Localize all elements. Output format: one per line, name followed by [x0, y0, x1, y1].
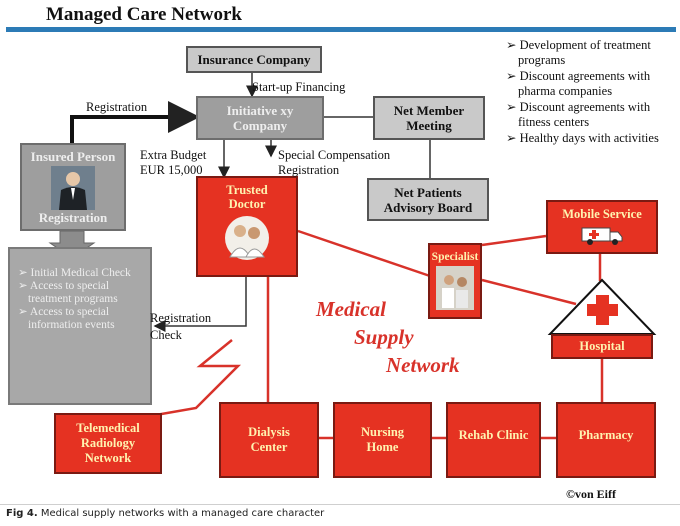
patients-advisory-board-box: Net Patients Advisory Board — [367, 178, 489, 221]
connector-doctor-specialist — [297, 229, 431, 278]
initiative-benefit-text: Development of treatment programs — [518, 38, 651, 67]
registration-check-check-label: Check — [150, 328, 182, 342]
doctor-photo-icon — [225, 216, 269, 260]
initiative-benefit-item: ➢ Discount agreements with pharma compan… — [506, 69, 651, 98]
figure-caption: Fig 4. Medical supply networks with a ma… — [6, 508, 324, 519]
mobile-service-label: Mobile Service — [562, 207, 642, 221]
network-label-supply: Supply — [354, 325, 414, 349]
initiative-benefit-item: ➢ Healthy days with activities — [506, 131, 659, 145]
patients-advisory-board-label: Net Patients Advisory Board — [383, 184, 473, 215]
extra-budget-amount-label: EUR 15,000 — [140, 163, 203, 177]
initiative-benefit-text: Discount agreements with fitness centers — [518, 100, 651, 129]
insured-person-label: Insured Person — [30, 149, 116, 164]
special-compensation-registration-label: Registration — [278, 163, 340, 177]
network-label-network: Network — [386, 353, 460, 377]
net-member-meeting-box: Net Member Meeting — [373, 96, 485, 140]
initiative-benefit-item: ➢ Development of treatment programs — [506, 38, 651, 67]
benefit-item-text: Access to special treatment programs — [28, 280, 118, 305]
hospital-label: Hospital — [579, 339, 625, 353]
benefit-item: ➢ Access to special treatment programs — [18, 280, 118, 305]
nursing-home-label: Nursing Home — [360, 425, 405, 454]
telemedical-radiology-label: Telemedical Radiology Network — [76, 421, 140, 465]
connector-specialist-mobile — [481, 234, 547, 247]
registration-top-label: Registration — [86, 100, 148, 114]
insurance-company-box: Insurance Company — [186, 46, 322, 73]
benefit-item: ➢ Access to special information events — [18, 306, 115, 331]
connector-doctor-telemedical — [149, 339, 242, 418]
connector-registration-check — [153, 277, 247, 332]
special-compensation-label: Special Compensation — [278, 148, 391, 162]
insurance-company-label: Insurance Company — [197, 51, 311, 67]
mobile-service-box: Mobile Service — [546, 200, 658, 254]
rehab-clinic-box: Rehab Clinic — [446, 402, 541, 478]
telemedical-radiology-box: Telemedical Radiology Network — [54, 413, 162, 474]
rehab-clinic-label: Rehab Clinic — [458, 428, 529, 442]
pharmacy-box: Pharmacy — [556, 402, 656, 478]
copyright-label: ©von Eiff — [566, 487, 616, 501]
specialist-label: Specialist — [431, 251, 479, 263]
startup-financing-label: Start-up Financing — [252, 80, 346, 94]
initiative-benefits-list: ➢ Development of treatment programs ➢ Di… — [506, 38, 678, 147]
caption-divider — [0, 504, 680, 505]
benefit-item: ➢ Initial Medical Check — [18, 267, 131, 279]
registration-check-label: Registration — [150, 311, 212, 325]
hospital-box: Hospital — [551, 334, 653, 359]
benefit-item-text: Initial Medical Check — [30, 267, 131, 279]
net-member-meeting-label: Net Member Meeting — [393, 103, 465, 133]
trusted-doctor-box: Trusted Doctor — [196, 176, 298, 277]
nursing-home-box: Nursing Home — [333, 402, 432, 478]
figure-number: Fig 4. — [6, 508, 38, 519]
dialysis-center-box: Dialysis Center — [219, 402, 319, 478]
diagram-title: Managed Care Network — [46, 4, 242, 25]
initiative-benefit-text: Discount agreements with pharma companie… — [518, 69, 651, 98]
figure-caption-text: Medical supply networks with a managed c… — [40, 508, 325, 519]
network-label-medical: Medical — [316, 297, 386, 321]
trusted-doctor-label: Trusted Doctor — [226, 183, 268, 211]
extra-budget-label: Extra Budget — [140, 148, 207, 162]
initiative-benefit-text: Healthy days with activities — [519, 131, 659, 145]
connector-specialist-hospital — [481, 278, 577, 306]
specialist-photo-icon — [436, 266, 474, 310]
initiative-company-label: Initiative xy Company — [226, 103, 294, 133]
benefits-list: ➢ Initial Medical Check ➢ Access to spec… — [8, 247, 152, 405]
ambulance-icon — [581, 227, 623, 245]
connector-registration — [70, 101, 200, 143]
dialysis-center-label: Dialysis Center — [248, 425, 290, 454]
title-underline — [6, 27, 676, 32]
specialist-box: Specialist — [428, 243, 482, 319]
benefit-item-text: Access to special information events — [28, 306, 115, 331]
initiative-company-box: Initiative xy Company — [196, 96, 324, 140]
insured-registration-label: Registration — [38, 210, 108, 225]
pharmacy-label: Pharmacy — [578, 428, 634, 442]
initiative-benefit-item: ➢ Discount agreements with fitness cente… — [506, 100, 651, 129]
hospital-cross-icon — [587, 295, 618, 325]
insured-person-box: Insured Person Registration — [20, 143, 126, 231]
person-photo-icon — [51, 165, 95, 210]
